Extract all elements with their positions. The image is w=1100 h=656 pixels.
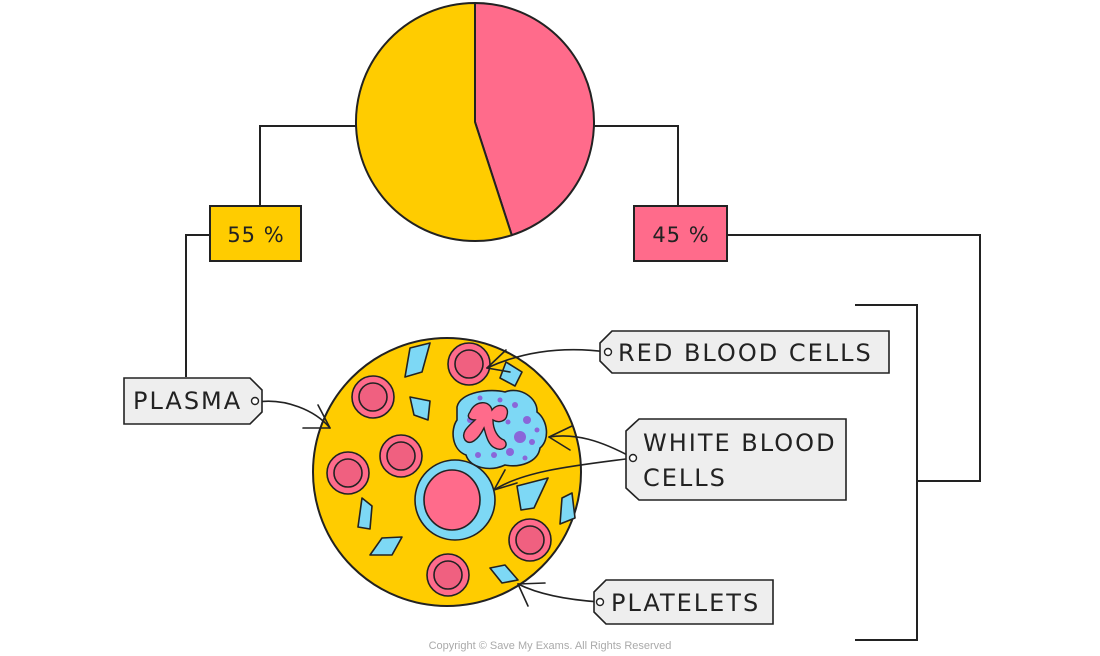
red-blood-cells-tag: RED BLOOD CELLS (599, 330, 890, 374)
label-arrows (256, 348, 634, 607)
red-blood-cells-arrowhead (486, 349, 511, 373)
red-blood-cells-label: RED BLOOD CELLS (618, 339, 873, 367)
cells-percent-label: 45 % (652, 223, 709, 247)
platelet (404, 342, 431, 378)
plasma-tag: PLASMA (123, 377, 263, 425)
platelet (357, 497, 373, 530)
red-blood-cell (508, 518, 552, 562)
white-blood-cells-arrow-2 (493, 457, 634, 491)
red-blood-cell (447, 342, 491, 386)
cells-bracket (855, 304, 918, 641)
plasma-label: PLASMA (133, 387, 242, 415)
red-blood-cell (326, 451, 370, 495)
platelet (409, 396, 431, 421)
white-blood-cells-arrowhead-2 (493, 469, 518, 491)
white-blood-cell-lobed-nucleus (452, 389, 548, 470)
white-blood-cells-label-line2: CELLS (643, 464, 727, 492)
platelet (516, 477, 549, 511)
red-blood-cell (426, 553, 470, 597)
pie-slice-cells (474, 2, 595, 237)
cells-percent-box: 45 % (633, 205, 728, 262)
red-blood-cell (379, 434, 423, 478)
platelet (489, 564, 519, 584)
platelets-tag: PLATELETS (593, 579, 774, 625)
blood-sample (312, 337, 582, 607)
copyright-notice: Copyright © Save My Exams. All Rights Re… (428, 640, 672, 652)
connector-pie-to-cells-percent (593, 125, 679, 206)
white-blood-cells-label-line1: WHITE BLOOD (643, 429, 837, 457)
white-cell-nucleus (463, 402, 509, 450)
platelets-arrowhead (517, 582, 546, 607)
red-blood-cell (351, 375, 395, 419)
white-blood-cell-large-nucleus (414, 459, 496, 541)
white-blood-cells-tag: WHITE BLOOD CELLS (625, 418, 847, 501)
platelet (559, 492, 576, 525)
connector-pie-to-plasma-percent (259, 125, 357, 206)
white-cell-granules (467, 395, 540, 461)
platelets-label: PLATELETS (611, 589, 760, 617)
connector-lines (185, 125, 981, 641)
platelet (369, 536, 403, 556)
platelets-arrow (517, 583, 601, 603)
platelet (499, 361, 523, 387)
connector-plasma-percent-to-plasma-tag (185, 234, 210, 377)
plasma-percent-label: 55 % (227, 223, 284, 247)
plasma-arrow (256, 400, 331, 429)
plasma-arrowhead (302, 404, 331, 429)
pie-slice-plasma (355, 2, 513, 242)
composition-pie-chart (355, 2, 595, 242)
red-blood-cells-group (326, 342, 552, 597)
platelets-group (357, 342, 576, 584)
white-blood-cells-arrow-1 (548, 435, 634, 459)
plasma-percent-box: 55 % (209, 205, 302, 262)
connector-cells-percent-to-bracket (727, 234, 981, 482)
red-blood-cells-arrow (486, 348, 609, 369)
white-blood-cells-arrowhead-1 (548, 425, 573, 451)
